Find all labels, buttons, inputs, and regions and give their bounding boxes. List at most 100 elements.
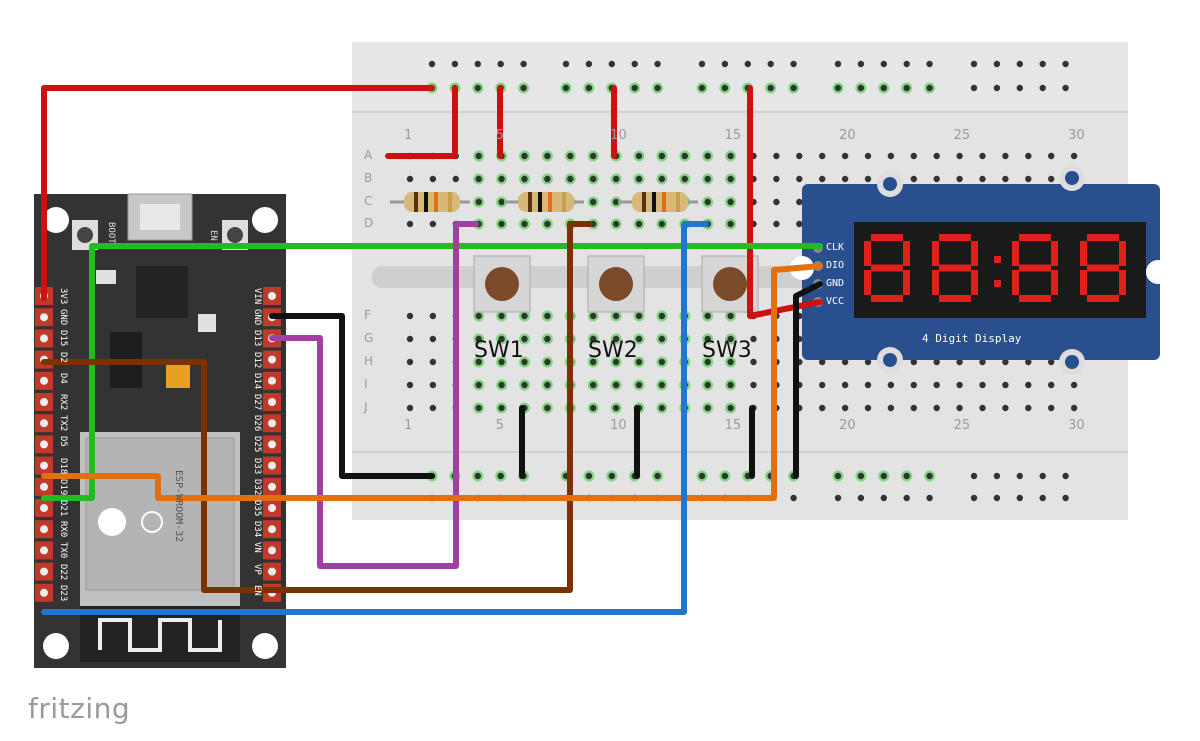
esp32-pin-label: 3V3 [58,288,68,305]
display-segment [1012,241,1019,266]
display-segment [871,264,903,272]
breadboard-row-letter: J [364,400,368,414]
wire-black-display-gnd [793,281,823,479]
breadboard-row-letter: F [364,308,371,322]
switch-label-sw2: SW2 [588,338,638,363]
breadboard-row-letter: H [364,354,374,368]
display-segment [1051,270,1058,295]
breadboard-column-number: 30 [1068,418,1085,433]
display-segment [932,270,939,295]
esp32-pin-label: D27 [252,394,262,411]
esp32-pin-label: D22 [58,563,68,580]
display-segment [1119,241,1126,266]
esp32-pin-label: RX2 [58,394,68,411]
display-segment [1019,295,1051,302]
display-segment [1087,295,1119,302]
esp32-pin-label: D23 [58,584,68,602]
display-segment [1087,234,1119,241]
breadboard-row-letter: A [364,148,373,162]
display-segment [871,295,903,302]
display-segment [864,270,871,295]
esp32-pin-label: VP [252,563,262,575]
display-pin-clk: CLK [826,242,845,253]
resistor-2 [504,192,584,212]
display-pin-gnd: GND [826,278,845,289]
esp32-pin-label: EN [252,584,262,596]
display-segment [939,264,971,272]
esp32-pin-label: TX0 [58,542,68,559]
esp32-pin-label: D2 [58,351,68,363]
esp-module-label: ESP-WROOM-32 [173,470,184,543]
display-segment [932,241,939,266]
breadboard-column-number: 5 [495,418,504,433]
wire-purple [269,221,479,569]
switch-label-sw3: SW3 [702,338,752,363]
display-segment [903,241,910,266]
display-segment [939,295,971,302]
display-segment [1080,270,1087,295]
fritzing-logo: fritzing [28,692,131,725]
esp32-pin-label: D35 [252,500,262,517]
esp32-pin-label: D19 [58,478,68,496]
display-segment [939,234,971,241]
display-segment [1087,264,1119,272]
breadboard-column-number: 1 [404,128,413,143]
switch-label-sw1: SW1 [474,338,524,363]
display-pin-vcc: VCC [826,296,845,307]
resistor-1 [390,192,470,212]
breadboard-column-number: 5 [495,128,504,143]
display-segment [1051,241,1058,266]
display-segment [864,241,871,266]
display-segment [1012,270,1019,295]
esp32-pin-label: VN [252,542,262,554]
display-segment [1080,241,1087,266]
wire-red-3v3 [41,85,435,301]
esp32-pin-label: VIN [252,288,262,305]
esp32-pin-label: D33 [252,457,262,474]
breadboard-column-number: 1 [404,418,413,433]
display-segment [971,241,978,266]
esp32-pin-label: D25 [252,436,262,453]
display-segment [994,280,1001,287]
resistor-3 [618,192,698,212]
esp32-pin-label: D12 [252,351,262,368]
push-button-sw1[interactable] [473,255,531,313]
display-segment [1019,264,1051,272]
breadboard-row-letter: D [364,216,374,230]
display-segment [971,270,978,295]
breadboard-row-letter: G [364,331,374,345]
breadboard-column-number: 15 [724,128,742,143]
breadboard-column-number: 10 [610,128,627,143]
breadboard-row-letter: B [364,171,373,185]
breadboard-row-letter: C [364,194,373,208]
breadboard-column-number: 20 [839,128,856,143]
wire-red-rail-a1 [385,85,458,159]
display-pin-dio: DIO [826,260,845,271]
esp32-pin-label: GND [252,309,262,326]
wire-brown [41,221,593,593]
breadboard-column-number: 15 [724,418,742,433]
esp32-pin-label: D5 [58,436,68,448]
display-segment [994,256,1001,263]
en-button-label: EN [208,230,218,241]
wire-orange-dio [41,263,823,501]
breadboard-column-number: 25 [953,418,971,433]
breadboard-column-number: 30 [1068,128,1085,143]
display-segment [1019,234,1051,241]
wire-blue [41,221,709,615]
esp32-pin-label: D26 [252,415,262,432]
esp32-pin-label: RX0 [58,521,68,538]
push-button-sw2[interactable] [587,255,645,313]
display-segment [903,270,910,295]
display-title: 4 Digit Display [922,332,1022,345]
display-segment [871,234,903,241]
breadboard-top-rail [352,42,1128,112]
four-digit-display [790,165,1170,375]
esp32-pin-label: D4 [58,372,68,384]
esp32-board [34,193,286,668]
boot-button-label: BOOT [106,222,116,244]
esp32-pin-label: D13 [252,330,262,347]
esp32-pin-label: D18 [58,457,68,474]
esp32-pin-label: D32 [252,478,262,496]
wire-black-gnd [269,313,435,479]
